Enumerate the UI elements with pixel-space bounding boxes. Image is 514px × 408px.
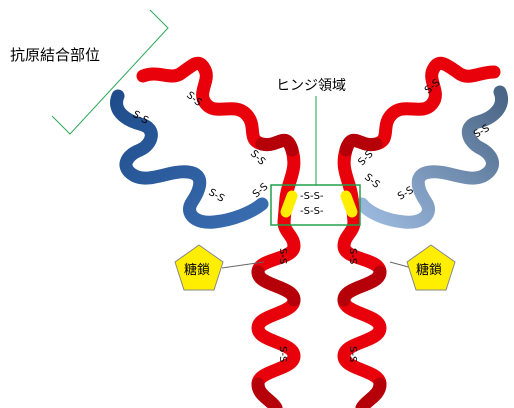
ss-bond: S-S — [362, 172, 382, 191]
antigen-binding-site-label: 抗原結合部位 — [10, 46, 100, 64]
ss-bond: S-S — [251, 181, 271, 200]
ss-bond: S-S — [347, 346, 358, 362]
svg-text:-S-S-: -S-S- — [300, 191, 324, 202]
hinge-highlights — [280, 190, 358, 218]
glycan-left-pentagon — [174, 244, 224, 291]
ss-bond: S-S — [207, 187, 227, 205]
heavy-chain-left — [136, 56, 301, 408]
hinge-disulfide-bonds: -S-S- -S-S- — [300, 191, 324, 217]
light-chain-left — [110, 89, 269, 229]
ss-bond: S-S — [356, 149, 375, 168]
antigen-binding-bracket — [51, 9, 169, 135]
ss-bond: S-S — [347, 248, 358, 264]
ss-bond: S-S — [277, 346, 288, 362]
glycan-right-label: 糖鎖 — [416, 262, 442, 278]
glycan-right-pentagon — [406, 244, 456, 291]
ss-bond: S-S — [248, 148, 267, 167]
heavy-chain-shading — [251, 133, 387, 408]
svg-text:-S-S-: -S-S- — [300, 206, 324, 217]
light-chain-right — [355, 85, 508, 229]
glycan-left-connector — [221, 261, 265, 269]
glycan-left-label: 糖鎖 — [184, 262, 210, 278]
heavy-chain-right — [337, 56, 501, 408]
disulfide-bonds: S-S S-S S-S S-S S-S S-S S-S S-S S-S S-S … — [131, 77, 492, 362]
ss-bond: S-S — [277, 248, 288, 264]
hinge-region-label: ヒンジ領域 — [276, 77, 346, 94]
